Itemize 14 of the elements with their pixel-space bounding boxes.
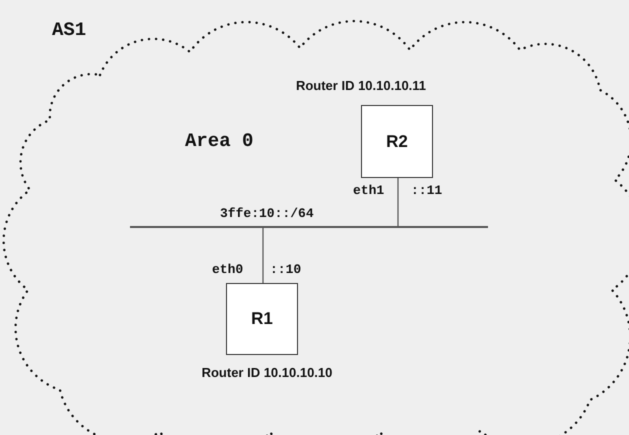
subnet-label: 3ffe:10::/64 bbox=[220, 206, 314, 221]
interface-label: eth0 bbox=[212, 262, 244, 277]
router-name: R1 bbox=[251, 309, 273, 329]
router-id-caption: Router ID 10.10.10.10 bbox=[200, 365, 334, 380]
interface-label: eth1 bbox=[353, 183, 384, 198]
network-line bbox=[130, 226, 488, 228]
address-label: ::11 bbox=[411, 183, 442, 198]
router-name: R2 bbox=[386, 132, 408, 152]
router-id-caption: Router ID 10.10.10.11 bbox=[294, 78, 428, 93]
address-label: ::10 bbox=[270, 262, 302, 277]
area-label: Area 0 bbox=[185, 130, 254, 152]
area-heading: AS1 bbox=[52, 19, 86, 41]
link-line bbox=[262, 228, 264, 283]
link-line bbox=[397, 178, 399, 226]
